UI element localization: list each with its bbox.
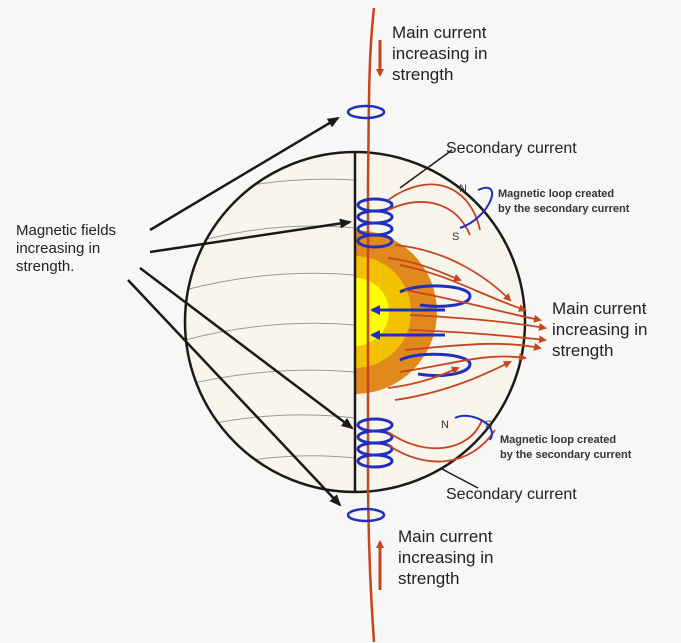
pole-s-top: S	[452, 231, 459, 243]
field-loop-top-icon	[346, 104, 386, 120]
coil-bottom	[356, 417, 394, 469]
pole-s-bottom: S	[485, 419, 492, 431]
latitude-lines	[185, 178, 356, 471]
dipole-loop-top	[459, 186, 494, 229]
magnetic-loop-bottom-label: Magnetic loop created by the secondary c…	[500, 434, 632, 461]
secondary-current-bottom-label: Secondary current	[446, 486, 577, 503]
pointer-arrows	[127, 116, 479, 507]
magnetic-fields-label: Magnetic fields increasing in strength.	[16, 222, 117, 275]
coil-top	[356, 197, 394, 249]
main-current-right-label: Main current increasing in strength	[552, 299, 648, 360]
main-current-bottom-label: Main current increasing in strength	[398, 527, 494, 588]
main-current-top-label: Main current increasing in strength	[392, 23, 488, 84]
field-loop-bottom-icon	[346, 507, 386, 523]
earth-core	[355, 230, 437, 394]
globe	[183, 150, 527, 494]
main-current-wire	[366, 7, 384, 643]
pole-n-top: N	[459, 183, 467, 195]
magnetic-loop-top-label: Magnetic loop created by the secondary c…	[498, 188, 630, 215]
secondary-currents	[387, 183, 547, 463]
dipole-loop-bottom	[454, 414, 493, 441]
secondary-current-top-label: Secondary current	[446, 140, 577, 157]
core-field-loops	[370, 284, 472, 378]
pole-n-bottom: N	[441, 419, 449, 431]
